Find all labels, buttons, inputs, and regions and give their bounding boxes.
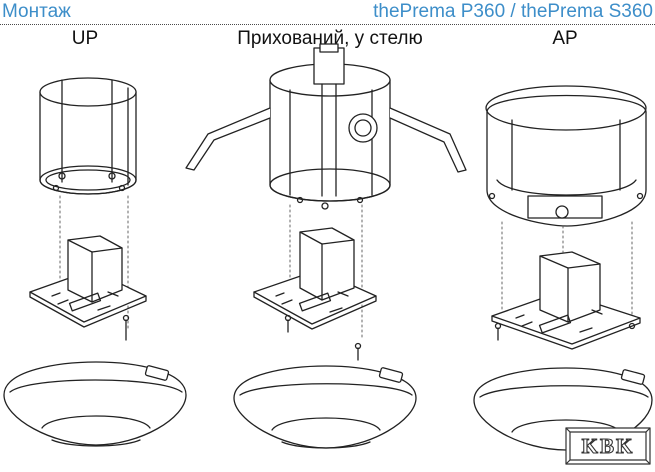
up-mounting-box xyxy=(39,77,137,195)
kbk-logo: KBK xyxy=(566,428,650,464)
ap-guide-lines xyxy=(501,221,633,321)
header-bar: Монтаж thePrema P360 / thePrema S360 xyxy=(0,0,655,25)
header-divider xyxy=(0,24,655,25)
recessed-sensor-module xyxy=(253,227,377,361)
kbk-logo-text: KBK xyxy=(581,433,635,458)
column-label-recessed: Прихований, у стелю xyxy=(237,28,423,49)
up-dome-cover xyxy=(3,361,187,447)
product-title: thePrema P360 / thePrema S360 xyxy=(373,1,653,22)
ap-mounting-box xyxy=(485,85,647,227)
recessed-mounting-box xyxy=(269,43,391,210)
section-title: Монтаж xyxy=(2,1,71,22)
column-label-ap: AP xyxy=(552,28,578,49)
up-sensor-module xyxy=(29,235,147,341)
column-label-up: UP xyxy=(71,28,99,49)
recessed-dome-cover xyxy=(233,365,417,449)
recessed-spring-clips xyxy=(185,107,467,173)
kbk-logo-frame xyxy=(565,427,651,465)
ap-sensor-module xyxy=(491,251,641,350)
